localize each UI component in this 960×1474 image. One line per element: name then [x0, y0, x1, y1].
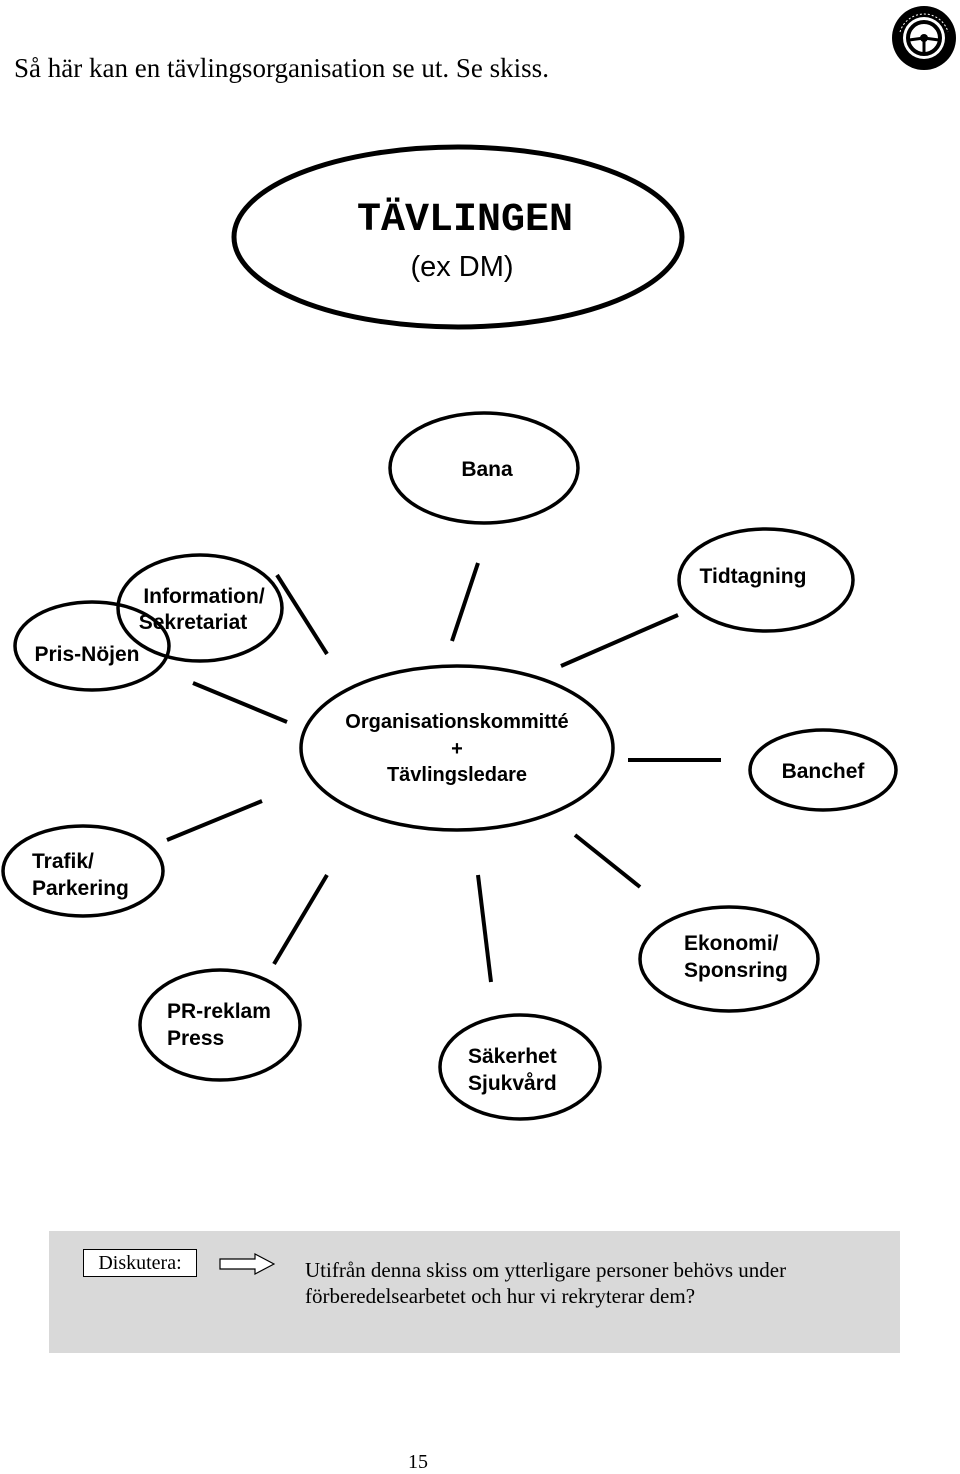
connector-pris [192, 681, 288, 724]
node-sakerhet-line1: Säkerhet [468, 1045, 557, 1068]
diagram-subtitle: (ex DM) [410, 251, 513, 283]
center-line3: Tävlingsledare [387, 764, 527, 786]
connector-information [275, 573, 329, 656]
node-ekonomi-line2: Sponsring [684, 959, 788, 982]
arrow-right-icon [219, 1253, 275, 1275]
node-tidtagning [677, 527, 855, 633]
node-pris-nojen-label: Pris-Nöjen [34, 643, 139, 666]
node-sakerhet-line2: Sjukvård [468, 1072, 557, 1095]
connector-trafik [166, 799, 263, 842]
discussion-text: Utifrån denna skiss om ytterligare perso… [305, 1258, 787, 1308]
connector-ekonomi [573, 833, 642, 889]
connectors [166, 562, 721, 983]
connector-tidtagning [560, 613, 679, 668]
node-information-line1: Information/ [143, 585, 264, 608]
connector-pr [272, 873, 329, 966]
node-trafik [1, 824, 165, 918]
center-line1: Organisationskommitté [345, 711, 568, 733]
node-information-line2: Sekretariat [139, 611, 248, 634]
connector-sakerhet [476, 874, 493, 983]
center-line2: + [451, 738, 463, 760]
title-ellipse [231, 144, 685, 330]
node-pr [138, 968, 302, 1082]
node-pr-line1: PR-reklam [167, 1000, 271, 1023]
node-banchef-label: Banchef [782, 760, 866, 783]
diagram-title: TÄVLINGEN [357, 196, 573, 243]
node-pris-nojen [13, 600, 171, 692]
node-tidtagning-label: Tidtagning [700, 565, 807, 588]
node-sakerhet [438, 1013, 602, 1121]
discussion-box: Diskutera: Utifrån denna skiss om ytterl… [49, 1231, 900, 1353]
node-center [299, 664, 615, 832]
node-trafik-line2: Parkering [32, 877, 129, 900]
discussion-label: Diskutera: [83, 1249, 197, 1277]
node-information [116, 553, 284, 663]
node-trafik-line1: Trafik/ [32, 850, 94, 873]
page-number: 15 [408, 1451, 428, 1473]
node-pr-line2: Press [167, 1027, 224, 1050]
node-bana-label: Bana [461, 458, 513, 481]
node-ekonomi [638, 905, 820, 1013]
connector-bana [450, 562, 480, 642]
node-ekonomi-line1: Ekonomi/ [684, 932, 779, 955]
logo-emblem-icon [892, 6, 956, 70]
intro-text: Så här kan en tävlingsorganisation se ut… [14, 53, 549, 83]
node-bana [388, 411, 580, 525]
node-banchef [748, 728, 898, 812]
